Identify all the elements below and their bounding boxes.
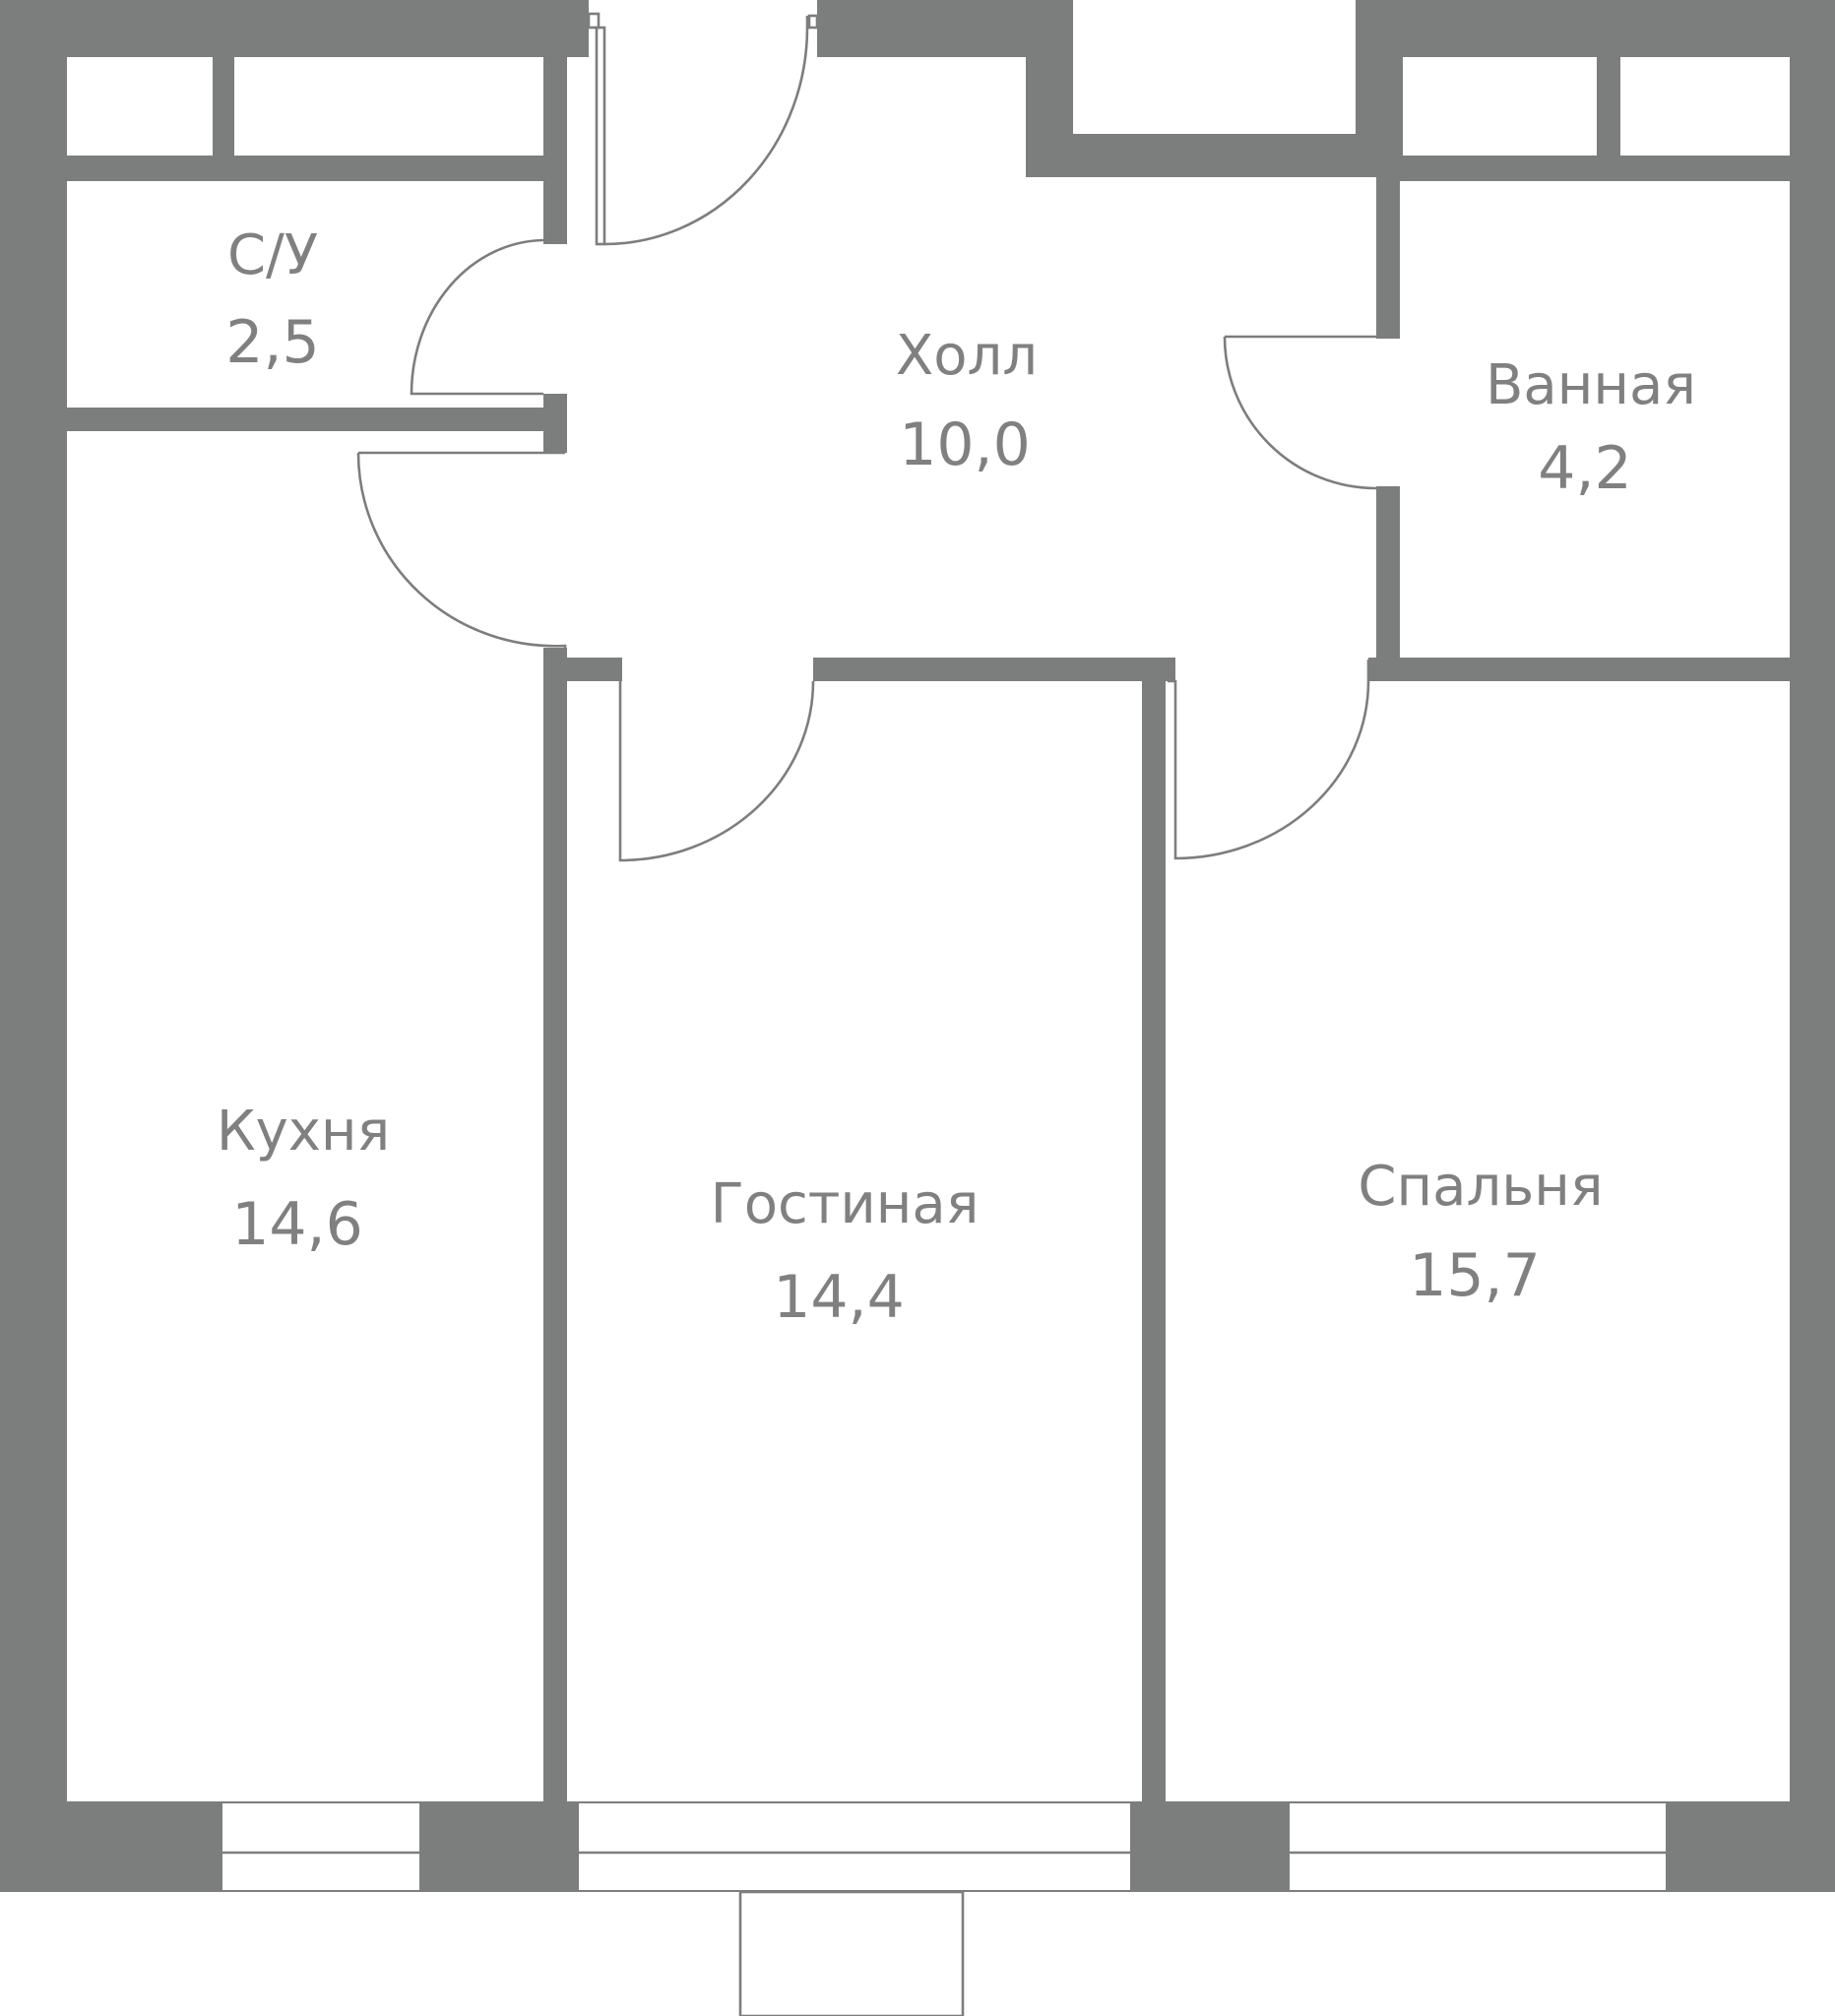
bedroom-door xyxy=(1168,660,1370,860)
wall-right-outer xyxy=(1790,0,1835,1892)
wall-living-top-left xyxy=(543,658,622,681)
room-name-living: Гостиная xyxy=(711,1172,980,1236)
room-area-bedroom: 15,7 xyxy=(1409,1241,1541,1310)
room-name-hall: Холл xyxy=(896,324,1038,388)
window-kitchen xyxy=(222,1803,419,1890)
wall-living-top-right xyxy=(813,658,1175,681)
wall-living-right xyxy=(1142,658,1166,1801)
room-area-wc: 2,5 xyxy=(225,308,319,377)
wall-top-right xyxy=(1356,0,1835,57)
window-living xyxy=(579,1803,1130,1890)
wc-door xyxy=(410,238,544,396)
wall-niche-bottom xyxy=(1026,134,1403,177)
bathroom-door xyxy=(1223,335,1377,490)
room-name-bathroom: Ванная xyxy=(1486,353,1696,417)
room-area-bathroom: 4,2 xyxy=(1538,434,1631,503)
room-area-living: 14,4 xyxy=(773,1263,905,1332)
wall-bedroom-top xyxy=(1368,658,1790,681)
wall-bath-left-upper xyxy=(1376,177,1400,339)
wall-shaft-divider xyxy=(213,57,234,156)
wall-wc-top xyxy=(67,156,543,181)
window-bedroom xyxy=(1290,1803,1666,1890)
wall-bath-top xyxy=(1398,156,1790,181)
room-name-kitchen: Кухня xyxy=(217,1100,390,1164)
room-labels: С/У 2,5 Холл 10,0 Ванная 4,2 Кухня 14,6 … xyxy=(217,223,1696,1332)
wall-kitchen-right xyxy=(543,648,567,1801)
room-area-kitchen: 14,6 xyxy=(231,1190,363,1259)
entrance-door-swing xyxy=(603,16,809,246)
room-area-hall: 10,0 xyxy=(899,410,1031,479)
wall-bath-left-lower xyxy=(1376,486,1400,681)
living-door xyxy=(618,680,815,862)
wall-shaft-divider-right xyxy=(1597,57,1620,156)
wall-wc-bottom xyxy=(67,408,567,431)
windows xyxy=(222,1803,1666,1890)
kitchen-door xyxy=(356,451,567,654)
room-name-bedroom: Спальня xyxy=(1358,1155,1603,1219)
wall-left-outer xyxy=(0,0,67,1892)
wall-top-left xyxy=(0,0,589,57)
balcony xyxy=(738,1890,965,2016)
doors xyxy=(356,12,1377,862)
room-name-wc: С/У xyxy=(227,223,318,287)
wall-wc-right-upper xyxy=(543,57,567,244)
